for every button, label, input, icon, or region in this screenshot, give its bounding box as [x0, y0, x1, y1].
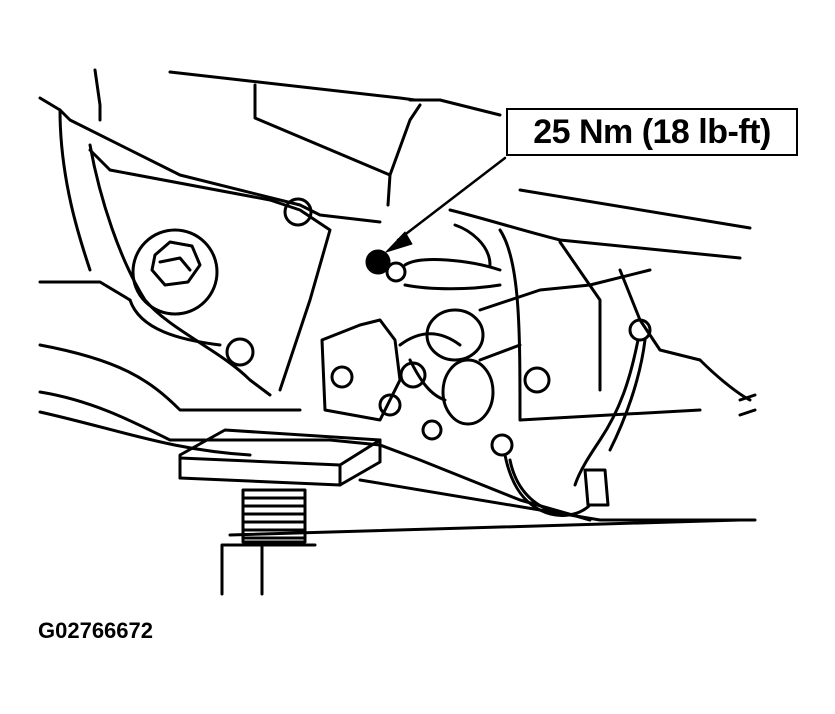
lower-crossmember	[38, 393, 757, 537]
upper-body-panel	[38, 68, 502, 442]
callout-arrow	[385, 156, 507, 253]
torque-callout-label: 25 Nm (18 lb-ft)	[506, 108, 798, 156]
torque-bolt	[365, 223, 502, 291]
screw-jack	[220, 488, 317, 596]
bracket-hex-bolt	[131, 228, 219, 316]
central-mount	[320, 268, 652, 441]
figure-id: G02766672	[38, 618, 153, 643]
jack-pad	[178, 428, 382, 487]
